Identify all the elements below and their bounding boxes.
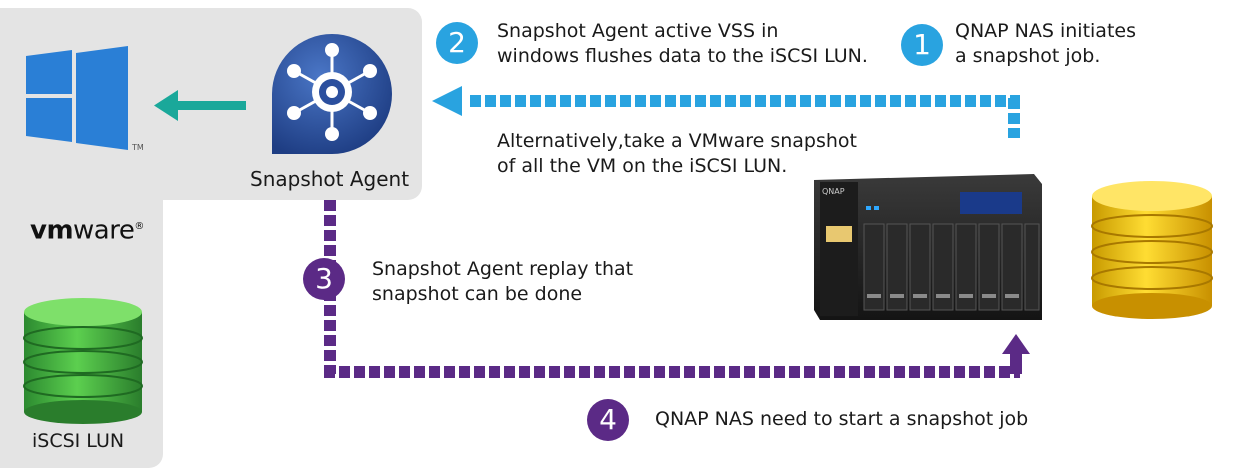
- step-4-badge: 4: [587, 399, 629, 441]
- vmware-logo: vmware®: [30, 212, 144, 246]
- step-2-badge: 2: [436, 22, 478, 64]
- snapshot-agent-label: Snapshot Agent: [250, 167, 410, 191]
- vmware-logo-bold: vm: [30, 215, 74, 246]
- step-1-text-line1: QNAP NAS initiates: [955, 20, 1136, 42]
- green-arrow-icon: [154, 90, 246, 121]
- iscsi-lun-database-icon: [23, 298, 143, 424]
- nas-storage-database-icon: [1091, 181, 1213, 319]
- step-3-text-line1: Snapshot Agent replay that: [372, 258, 634, 280]
- step-2-text-line2: windows flushes data to the iSCSI LUN.: [497, 45, 868, 67]
- windows-trademark: TM: [131, 143, 144, 152]
- vmware-logo-mark: ®: [134, 221, 144, 232]
- blue-dashed-arrow: [432, 86, 1020, 138]
- step-1-badge: 1: [901, 24, 943, 66]
- qnap-nas-device-icon: QNAP: [814, 174, 1042, 320]
- step-3-badge: 3: [303, 258, 345, 300]
- snapshot-agent-icon: [272, 34, 392, 154]
- alt-note-line1: Alternatively,take a VMware snapshot: [497, 130, 857, 152]
- step-3-text-line2: snapshot can be done: [372, 283, 583, 305]
- step-2-text-line1: Snapshot Agent active VSS in: [497, 20, 779, 42]
- step-4-text: QNAP NAS need to start a snapshot job: [655, 408, 1029, 430]
- purple-dashed-arrow: [324, 200, 1030, 378]
- step-1-text-line2: a snapshot job.: [955, 45, 1101, 67]
- alt-note-line2: of all the VM on the iSCSI LUN.: [497, 155, 788, 177]
- nas-brand-label: QNAP: [822, 187, 845, 196]
- iscsi-lun-label: iSCSI LUN: [32, 430, 125, 452]
- vmware-logo-rest: ware: [73, 215, 135, 246]
- windows-logo-icon: TM: [26, 46, 144, 152]
